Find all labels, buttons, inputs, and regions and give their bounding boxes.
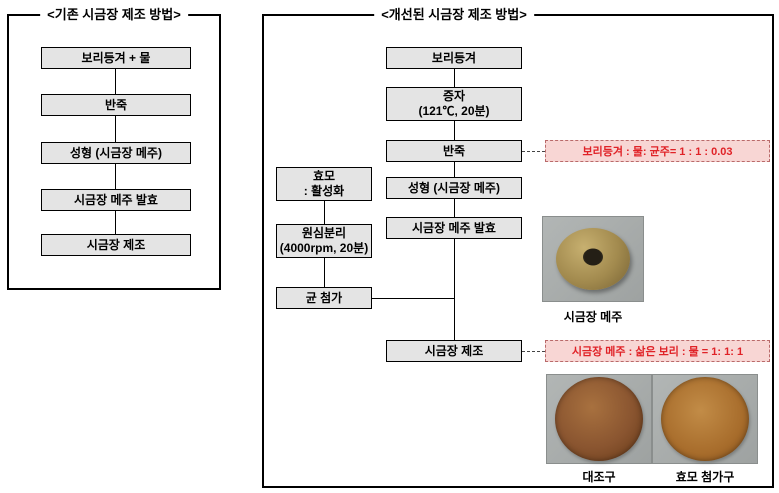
step-shaping-meju-improved: 성형 (시금장 메주) — [386, 177, 522, 199]
control-photo — [546, 374, 652, 464]
legacy-panel-title: <기존 시금장 제조 방법> — [40, 5, 188, 25]
step-meju-fermentation-improved: 시금장 메주 발효 — [386, 217, 522, 239]
connector-line — [454, 162, 455, 177]
dashed-connector — [522, 151, 545, 152]
ratio-note-production: 시금장 메주 : 삶은 보리 : 물 = 1: 1: 1 — [545, 340, 770, 362]
connector-line — [324, 201, 325, 224]
connector-line — [115, 164, 116, 189]
dashed-connector — [522, 351, 545, 352]
step-barley-bran-water: 보리등겨 + 물 — [41, 47, 191, 69]
step-sigeumjang-production: 시금장 제조 — [41, 234, 191, 256]
connector-line — [454, 239, 455, 340]
connector-line — [324, 258, 325, 287]
connector-line — [454, 121, 455, 140]
control-caption: 대조구 — [582, 470, 616, 484]
yeast-added-caption: 효모 첨가구 — [675, 470, 735, 484]
connector-line — [454, 69, 455, 87]
step-barley-bran: 보리등겨 — [386, 47, 522, 69]
connector-line — [115, 69, 116, 94]
step-dough: 반죽 — [41, 94, 191, 116]
legacy-method-panel: <기존 시금장 제조 방법> 보리등겨 + 물 반죽 성형 (시금장 메주) 시… — [7, 5, 221, 290]
step-sigeumjang-production-improved: 시금장 제조 — [386, 340, 522, 362]
meju-donut-hole — [583, 248, 603, 266]
meju-photo-caption: 시금장 메주 — [563, 310, 623, 324]
step-dough-improved: 반죽 — [386, 140, 522, 162]
yeast-added-photo — [652, 374, 758, 464]
ratio-note-dough: 보리등겨 : 물: 균주= 1 : 1 : 0.03 — [545, 140, 770, 162]
meju-donut-shape — [556, 228, 630, 290]
step-meju-fermentation: 시금장 메주 발효 — [41, 189, 191, 211]
meju-photo — [542, 216, 644, 302]
connector-line — [115, 211, 116, 234]
step-shaping-meju: 성형 (시금장 메주) — [41, 142, 191, 164]
yeast-added-dish — [661, 377, 749, 461]
step-yeast-activation: 효모 : 활성화 — [276, 167, 372, 201]
connector-line — [372, 298, 454, 299]
connector-line — [454, 199, 455, 217]
step-strain-addition: 균 첨가 — [276, 287, 372, 309]
step-centrifugation: 원심분리 (4000rpm, 20분) — [276, 224, 372, 258]
step-steaming: 증자 (121℃, 20분) — [386, 87, 522, 121]
improved-panel-title: <개선된 시금장 제조 방법> — [374, 5, 534, 25]
connector-line — [115, 116, 116, 142]
control-dish — [555, 377, 643, 461]
improved-method-panel: <개선된 시금장 제조 방법> 보리등겨 증자 (121℃, 20분) 반죽 성… — [262, 5, 774, 488]
